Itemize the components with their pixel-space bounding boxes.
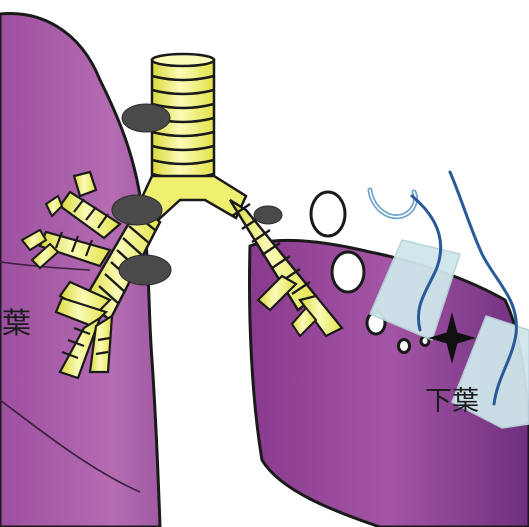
lymph-node-right-hilar [254,206,282,224]
bubble-large-2 [332,252,364,292]
left-lobe-label: 葉 [2,309,31,338]
right-lower-lobe-label: 下葉 [425,388,479,415]
bubble-small [399,340,410,353]
lymph-node-left-hilar [112,195,162,225]
lymph-node-upper [122,104,170,132]
lymph-node-left-lower [119,255,171,285]
bubble-large-1 [311,192,345,236]
